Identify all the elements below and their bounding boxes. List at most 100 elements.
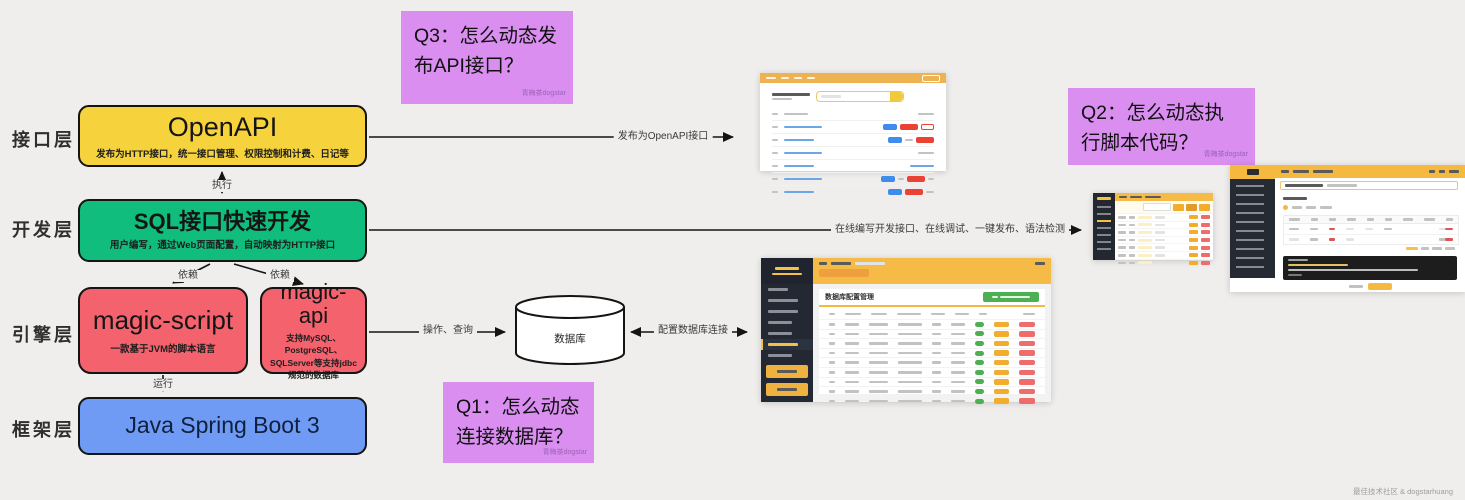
row-delete-button <box>1201 253 1210 258</box>
row-edit-button <box>993 359 1010 366</box>
admin-breadcrumb-tag <box>819 268 869 277</box>
note-q3: Q3：怎么动态发布API接口？ 青梅茶dogstar <box>401 11 573 104</box>
list-add-button <box>1186 203 1197 211</box>
list-table-row <box>1115 213 1213 221</box>
row-edit-button <box>993 340 1010 347</box>
note-q2-watermark: 青梅茶dogstar <box>1203 151 1248 159</box>
row-delete-button <box>1201 260 1210 265</box>
list-top-bar <box>1115 193 1213 201</box>
edit-footer <box>1275 283 1465 290</box>
admin-table-row <box>819 366 1045 377</box>
admin-table-row <box>819 357 1045 367</box>
layer-label-development: 开发层 <box>12 220 75 240</box>
admin-sidebar <box>761 284 813 402</box>
page-watermark: 最佳技术社区 & dogstarhuang <box>1352 487 1453 496</box>
list-sidebar-menu <box>1097 206 1111 254</box>
list-table-row <box>1115 228 1213 236</box>
list-table-row <box>1115 258 1213 267</box>
edit-content <box>1275 178 1465 292</box>
list-table-row <box>1115 250 1213 259</box>
row-edit-button <box>1189 230 1198 235</box>
row-delete-button <box>1201 238 1210 243</box>
admin-sidebar-item <box>761 350 813 361</box>
row-edit-button <box>993 379 1010 385</box>
screenshot-api-edit-page <box>1230 165 1465 292</box>
row-enabled-toggle <box>974 379 984 385</box>
row-edit-button <box>993 350 1010 356</box>
edge-label-run: 运行 <box>149 379 177 391</box>
row-edit-button <box>993 321 1010 328</box>
admin-sidebar-yellow-button <box>766 365 808 378</box>
note-q2-text: Q2：怎么动态执行脚本代码？ <box>1081 102 1225 155</box>
row-edit-button <box>1189 245 1198 250</box>
note-q1-text: Q1：怎么动态连接数据库？ <box>456 396 580 449</box>
node-openapi: OpenAPI 发布为HTTP接口，统一接口管理、权限控制和计费、日记等 <box>78 105 367 167</box>
row-edit-button <box>993 398 1010 404</box>
row-enabled-toggle <box>974 388 984 394</box>
admin-table-row <box>819 347 1045 358</box>
row-delete-button <box>1019 359 1035 366</box>
edge-label-depend-right: 依赖 <box>266 270 294 282</box>
edge-label-configure-db: 配置数据库连接 <box>654 325 732 337</box>
docs-api-table <box>772 108 934 198</box>
row-edit-button <box>993 388 1010 395</box>
row-edit-button <box>1189 260 1198 265</box>
params-table-row <box>1284 235 1458 245</box>
edit-top-bar <box>1275 165 1465 178</box>
list-table <box>1115 213 1213 265</box>
row-delete-button <box>1201 230 1210 235</box>
node-spring-boot-title: Java Spring Boot 3 <box>125 412 320 439</box>
edit-logo-block <box>1230 165 1275 179</box>
docs-table-row <box>772 133 934 146</box>
node-magic-api-title: magic-api <box>280 278 347 329</box>
admin-table-row <box>819 328 1045 339</box>
list-sidebar <box>1093 193 1115 260</box>
admin-sidebar-item <box>761 317 813 328</box>
admin-sidebar-item <box>761 284 813 295</box>
admin-table-row <box>819 319 1045 329</box>
row-delete-button <box>1201 215 1210 220</box>
row-enabled-toggle <box>974 331 984 337</box>
screenshot-api-list-admin <box>1093 193 1213 265</box>
admin-sidebar-yellow-button <box>766 383 808 396</box>
note-q1: Q1：怎么动态连接数据库？ 青梅茶dogstar <box>443 382 594 463</box>
node-magic-api: magic-api 支持MySQL、PostgreSQL、SQLServer等支… <box>260 279 367 380</box>
radio-selected <box>1283 205 1288 210</box>
row-enabled-toggle <box>974 321 984 327</box>
row-delete-button <box>1201 222 1210 227</box>
node-sql-dev: SQL接口快速开发 用户编写，通过Web页面配置，自动映射为HTTP接口 <box>78 199 367 262</box>
node-magic-script-subtitle: 一款基于JVM的脚本语言 <box>110 343 216 355</box>
admin-table-row <box>819 338 1045 348</box>
admin-panel-title: 数据库配置管理 <box>825 294 874 301</box>
docs-table-row <box>772 172 934 185</box>
admin-panel: 数据库配置管理 <box>819 289 1045 404</box>
node-openapi-title: OpenAPI <box>167 112 278 143</box>
node-sql-dev-title: SQL接口快速开发 <box>133 208 312 234</box>
admin-sidebar-item <box>761 328 813 339</box>
admin-top-bar <box>813 258 1051 284</box>
row-edit-button <box>1189 222 1198 227</box>
database-cylinder <box>515 295 625 365</box>
list-search-input <box>1143 203 1171 211</box>
edit-url-bar <box>1280 181 1458 190</box>
docs-toolbar <box>760 83 946 106</box>
edit-code-block <box>1283 256 1457 280</box>
screenshot-db-config-admin: 数据库配置管理 <box>761 258 1051 404</box>
add-db-config-button <box>983 292 1039 302</box>
docs-search-button <box>890 92 903 101</box>
docs-search-input <box>816 91 904 102</box>
layer-label-engine: 引擎层 <box>12 325 75 345</box>
docs-table-row <box>772 159 934 172</box>
row-edit-button <box>993 369 1010 376</box>
edit-sidebar <box>1230 179 1275 278</box>
admin-table-body <box>819 319 1045 405</box>
row-delete-button <box>1019 340 1035 347</box>
admin-sidebar-item <box>761 306 813 317</box>
list-search-button <box>1173 203 1184 211</box>
screenshot-openapi-docs <box>760 73 946 195</box>
row-edit-button <box>1189 253 1198 258</box>
list-more-button <box>1199 203 1210 211</box>
node-magic-api-subtitle: 支持MySQL、PostgreSQL、SQLServer等支持jdbc规范的数据… <box>270 333 357 380</box>
admin-table-row <box>819 386 1045 396</box>
